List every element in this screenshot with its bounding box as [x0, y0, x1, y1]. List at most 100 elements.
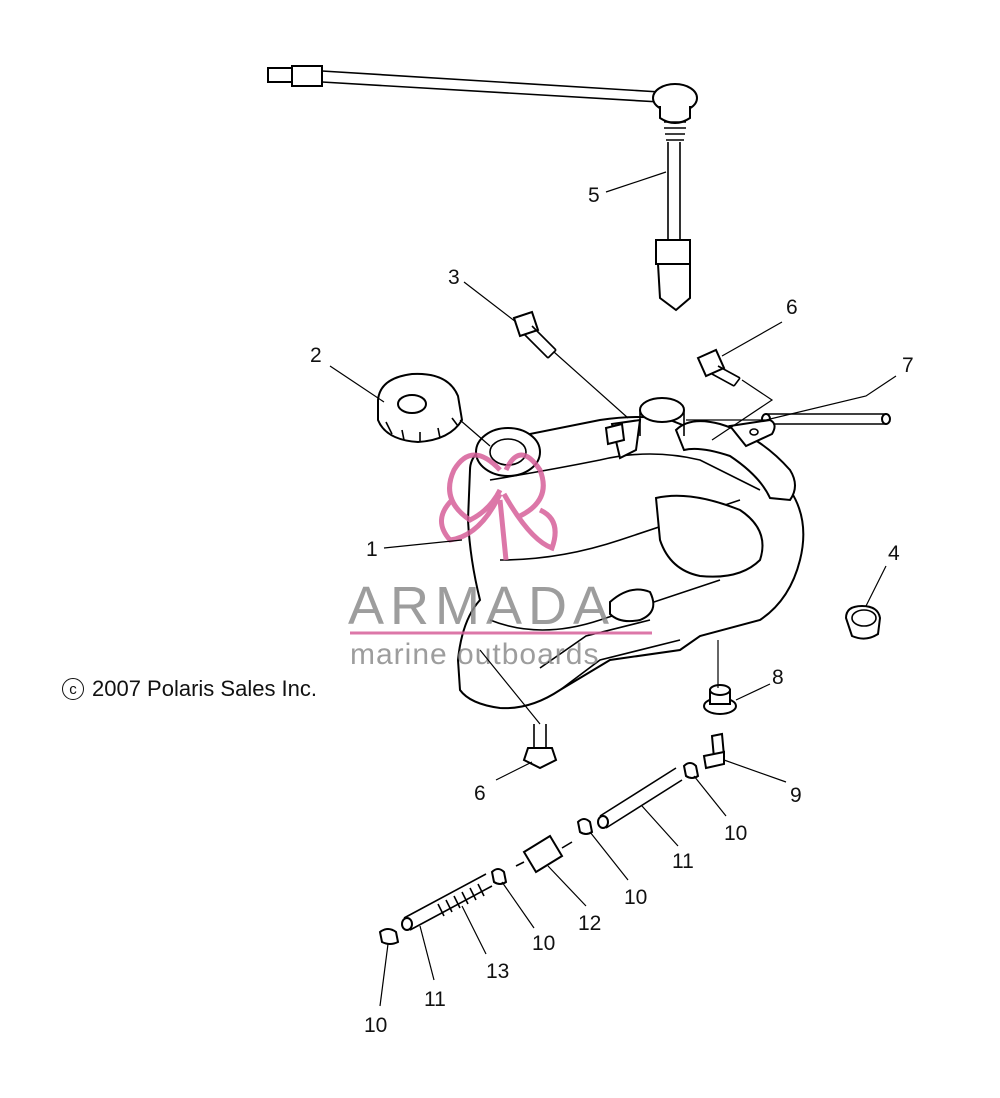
- grommet-part-8: [703, 684, 737, 715]
- orchid-petal: [503, 452, 546, 519]
- callout-10c: 10: [532, 932, 555, 955]
- bolt-part-6-lower: [522, 724, 558, 770]
- hose-part-13-and-11-lower: [401, 873, 493, 931]
- callout-11-upper: 11: [672, 850, 694, 873]
- watermark-tagline: marine outboards: [350, 638, 599, 671]
- orchid-petal: [501, 492, 558, 552]
- wire-connector-plug: [267, 67, 295, 83]
- callout-6-upper: 6: [786, 296, 798, 319]
- hose-body: [766, 413, 886, 425]
- bracket-nut: [604, 422, 626, 446]
- clamps-part-10: [378, 762, 700, 945]
- mounting-hole: [749, 428, 759, 436]
- spring-guard-coils: [437, 883, 485, 917]
- clamp: [378, 928, 400, 945]
- hose-end: [401, 917, 413, 931]
- copyright-icon: c: [62, 678, 84, 700]
- callout-12: 12: [578, 912, 601, 935]
- sender-wire: [321, 70, 661, 103]
- callout-8: 8: [772, 666, 784, 689]
- leader-lines: [329, 171, 897, 1007]
- leader-6-upper: [711, 321, 783, 441]
- fitting-horizontal: [702, 750, 725, 770]
- watermark-orchid-logo: [439, 452, 558, 561]
- leader-8: [717, 640, 771, 701]
- callout-7: 7: [902, 354, 914, 377]
- callout-11-lower: 11: [424, 988, 446, 1011]
- tank-base-contours: [539, 619, 681, 691]
- watermark: ARMADA marine outboards: [348, 452, 652, 671]
- bolt-shank: [533, 724, 547, 750]
- hose-end: [881, 413, 891, 425]
- callout-10b: 10: [624, 886, 647, 909]
- callout-10a: 10: [724, 822, 747, 845]
- drain-boss: [609, 588, 655, 623]
- leader-5: [605, 171, 667, 193]
- leader-6-lower: [479, 649, 541, 781]
- sender-float: [655, 239, 691, 265]
- hose-body: [403, 873, 493, 931]
- tank-side-recess: [654, 494, 764, 578]
- callout-10d: 10: [364, 1014, 387, 1037]
- leader-10b: [589, 831, 629, 881]
- leader-9: [723, 759, 787, 783]
- leader-7: [686, 375, 897, 421]
- leader-1: [383, 539, 463, 549]
- clamp: [576, 818, 594, 835]
- fuel-cap-part-2: [377, 372, 464, 444]
- callout-3: 3: [448, 266, 460, 289]
- callout-2: 2: [310, 344, 322, 367]
- callout-4: 4: [888, 542, 900, 565]
- sender-threads: [664, 121, 686, 141]
- callout-5: 5: [588, 184, 600, 207]
- leader-4: [865, 565, 887, 607]
- orchid-stem: [497, 499, 509, 561]
- vent-hose-part-7: [761, 413, 891, 425]
- fuel-sender-assembly: [267, 65, 698, 312]
- callout-6-lower: 6: [474, 782, 486, 805]
- clamp: [682, 762, 700, 779]
- callout-13: 13: [486, 960, 509, 983]
- mounting-tab: [728, 418, 776, 448]
- filter-body: [522, 834, 564, 874]
- bolt-shank: [523, 325, 557, 359]
- copyright-notice: c 2007 Polaris Sales Inc.: [62, 676, 317, 702]
- leader-11-lower: [419, 925, 435, 981]
- copyright-text: 2007 Polaris Sales Inc.: [92, 676, 318, 701]
- callout-1: 1: [366, 538, 378, 561]
- leader-11-upper: [641, 805, 679, 847]
- bolt-part-6-upper: [696, 348, 741, 387]
- clamp: [490, 868, 508, 885]
- grommet-part-4: [844, 604, 882, 640]
- leader-10d: [379, 943, 389, 1007]
- hose-part-11-upper: [597, 767, 683, 829]
- hose-end: [597, 815, 609, 829]
- sender-float-tip: [656, 263, 691, 312]
- hose-body: [599, 767, 683, 829]
- bolt-head: [522, 747, 558, 770]
- leader-10a: [693, 775, 727, 817]
- leader-13: [461, 905, 487, 955]
- callout-labels: 1 2 3 4 5 6 6 7 8 9 10 10 10 10 11 11 12…: [310, 184, 914, 1037]
- tank-handle: [674, 420, 796, 502]
- orchid-petal: [439, 492, 503, 543]
- leader-2: [329, 365, 491, 447]
- bolt-head: [512, 310, 540, 338]
- fuel-filter-part-12: [515, 834, 573, 874]
- leader-12: [547, 865, 587, 907]
- bolt-head: [696, 348, 726, 378]
- leader-3: [463, 281, 629, 419]
- leader-10c: [501, 881, 535, 929]
- sender-port: [639, 397, 685, 423]
- sender-cap-body: [659, 106, 691, 124]
- elbow-fitting-part-9: [702, 732, 726, 770]
- callout-9: 9: [790, 784, 802, 807]
- cap-center: [397, 394, 427, 414]
- bolt-part-3: [512, 310, 557, 359]
- grommet-top: [851, 609, 877, 627]
- watermark-brand: ARMADA: [348, 576, 615, 636]
- filter-nipples: [515, 841, 573, 867]
- cap-grip-ridges: [385, 417, 459, 442]
- orchid-petal: [447, 452, 503, 523]
